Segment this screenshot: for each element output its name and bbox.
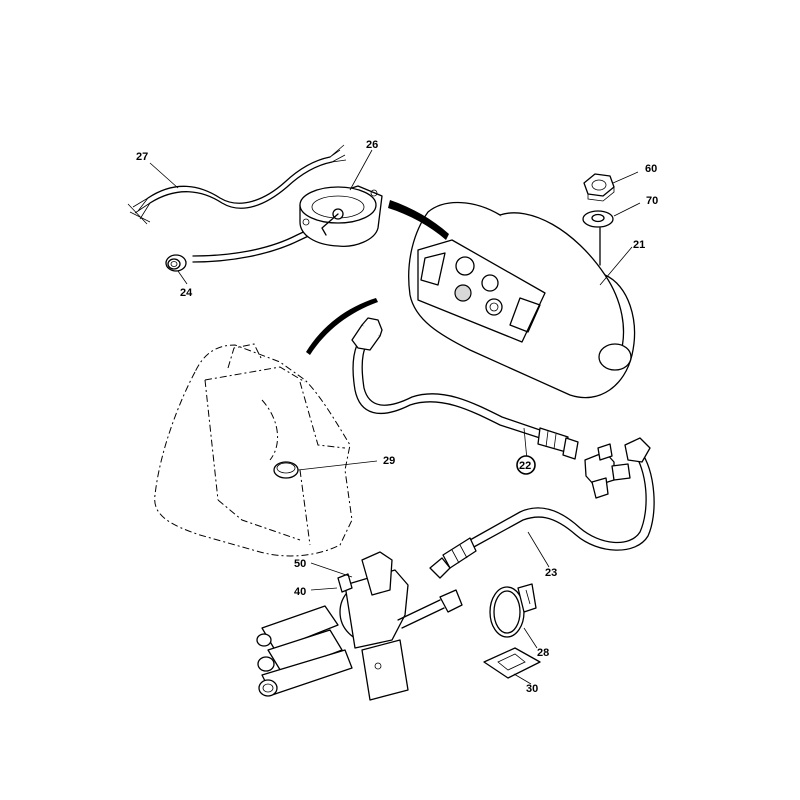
callout-23: 23 xyxy=(545,567,557,579)
callout-22-circle xyxy=(516,455,536,475)
hose-23 xyxy=(429,437,655,579)
callout-28: 28 xyxy=(537,647,549,659)
wire-harness xyxy=(127,144,347,225)
washer xyxy=(582,210,614,228)
grommet xyxy=(165,254,187,272)
callout-26: 26 xyxy=(366,139,378,151)
callout-30: 30 xyxy=(526,683,538,695)
callout-27: 27 xyxy=(136,151,148,163)
assembly-arrow-lower xyxy=(306,298,378,355)
callout-70: 70 xyxy=(646,195,658,207)
callout-24: 24 xyxy=(180,287,193,299)
cable-tie-base xyxy=(483,647,541,679)
callout-60: 60 xyxy=(645,163,657,175)
hose-22 xyxy=(351,317,579,460)
tank-gauge-sender xyxy=(192,185,383,263)
hex-nut xyxy=(583,173,615,202)
callout-40: 40 xyxy=(294,586,306,598)
lpg-tank xyxy=(408,201,636,399)
vehicle-body-outline xyxy=(154,343,353,557)
assembly-arrow-upper xyxy=(388,200,449,240)
vaporiser-regulator-assembly xyxy=(256,551,463,701)
callout-22: 22 xyxy=(519,460,531,472)
hose-clamp xyxy=(489,583,537,638)
tee-fitting xyxy=(584,443,631,499)
callout-50: 50 xyxy=(294,558,306,570)
blanking-plug xyxy=(273,461,299,479)
callout-29: 29 xyxy=(383,455,395,467)
callout-labels: 27 26 24 60 70 21 29 22 23 50 40 28 30 xyxy=(136,139,658,695)
callout-21: 21 xyxy=(633,239,645,251)
leader-lines xyxy=(149,149,641,685)
